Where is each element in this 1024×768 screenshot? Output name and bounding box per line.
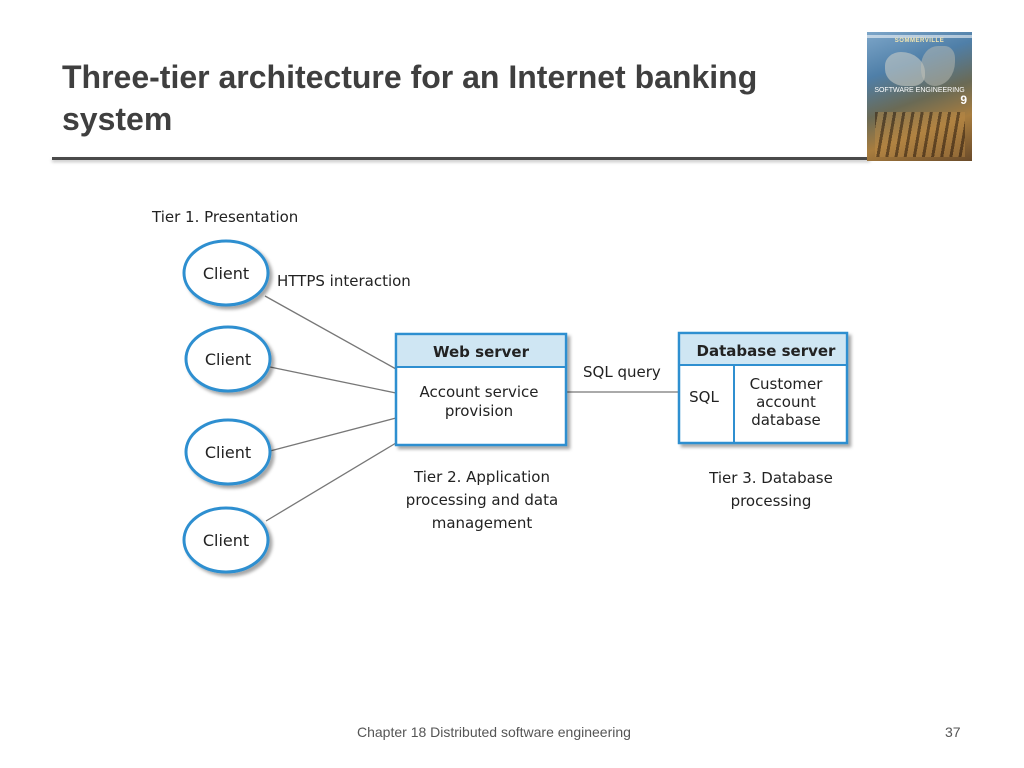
cover-stripe bbox=[867, 35, 972, 38]
cover-author: SOMMERVILLE bbox=[894, 38, 945, 44]
client-node: Client bbox=[182, 239, 270, 307]
sql-query-label: SQL query bbox=[583, 363, 661, 381]
footer-chapter-text: Chapter 18 Distributed software engineer… bbox=[357, 724, 631, 740]
database-cell-line: Customer bbox=[750, 375, 824, 393]
tier2-label-line: processing and data bbox=[406, 491, 558, 509]
database-server-header bbox=[680, 334, 846, 365]
client-node: Client bbox=[182, 506, 270, 574]
tier1-label: Tier 1. Presentation bbox=[151, 208, 298, 226]
client-ellipse bbox=[182, 506, 270, 574]
client-label: Client bbox=[203, 264, 249, 283]
client-node: Client bbox=[184, 418, 272, 486]
cover-structure-shape bbox=[875, 112, 965, 157]
tier3-label-line: processing bbox=[731, 492, 812, 510]
web-server-title: Web server bbox=[433, 343, 530, 361]
database-server-title: Database server bbox=[697, 342, 836, 360]
cover-title: SOFTWARE ENGINEERING bbox=[874, 87, 965, 94]
database-cell-line: account bbox=[756, 393, 816, 411]
client-label: Client bbox=[205, 350, 251, 369]
client-ellipse bbox=[184, 418, 272, 486]
web-server-body-line: provision bbox=[445, 402, 513, 420]
page-number: 37 bbox=[945, 724, 961, 740]
cover-building-shape bbox=[885, 52, 925, 86]
client-label: Client bbox=[205, 443, 251, 462]
client-connector-line bbox=[264, 295, 397, 370]
client-connector-line bbox=[269, 417, 397, 452]
client-label: Client bbox=[203, 531, 249, 550]
tier2-label-line: management bbox=[432, 514, 533, 532]
tier2-label-line: Tier 2. Application bbox=[413, 468, 550, 486]
web-server-header bbox=[397, 335, 565, 367]
database-sql-cell: SQL bbox=[689, 388, 719, 406]
title-divider bbox=[52, 157, 870, 160]
slide-title: Three-tier architecture for an Internet … bbox=[62, 59, 758, 137]
client-ellipse bbox=[182, 239, 270, 307]
cover-edition: 9 bbox=[960, 93, 967, 107]
tier3-label-line: Tier 3. Database bbox=[708, 469, 833, 487]
database-server-box: Database server SQL Customer account dat… bbox=[677, 331, 849, 445]
book-cover-image: SOMMERVILLE SOFTWARE ENGINEERING 9 bbox=[867, 32, 972, 161]
client-connector-line bbox=[269, 366, 397, 394]
client-connector-line bbox=[265, 442, 397, 522]
web-server-box: Web server Account service provision bbox=[394, 332, 568, 447]
https-interaction-label: HTTPS interaction bbox=[277, 272, 411, 290]
web-server-body-line: Account service bbox=[419, 383, 538, 401]
connectors bbox=[264, 295, 679, 522]
client-node: Client bbox=[184, 325, 272, 393]
database-cell-line: database bbox=[751, 411, 821, 429]
client-ellipse bbox=[184, 325, 272, 393]
